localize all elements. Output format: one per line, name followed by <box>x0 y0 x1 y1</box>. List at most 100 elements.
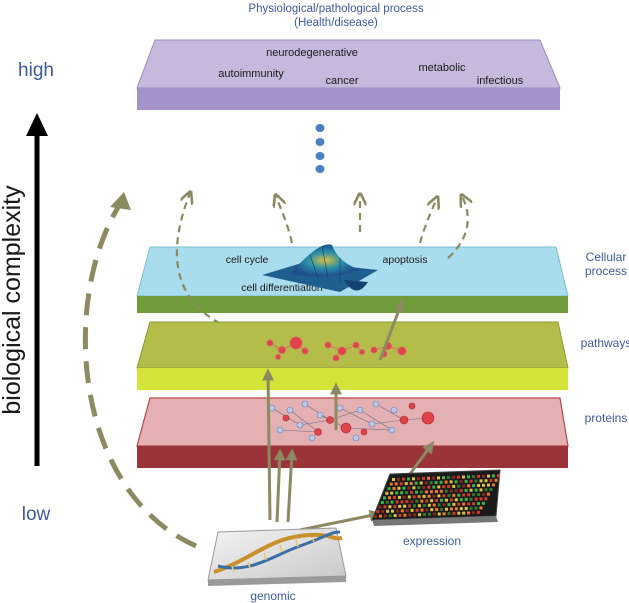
label-expression: expression <box>403 534 461 548</box>
microarray-spot <box>482 483 485 487</box>
microarray-spot <box>385 491 389 495</box>
microarray-spot <box>387 487 391 491</box>
header-title: Physiological/pathological process <box>248 3 423 15</box>
microarray-spot <box>388 505 392 509</box>
vertical-ellipsis <box>315 124 325 173</box>
microarray-spot <box>474 488 478 492</box>
microarray-spot <box>449 498 453 502</box>
microarray-spot <box>482 492 485 496</box>
microarray-spot <box>397 486 401 490</box>
microarray-spot <box>469 488 473 492</box>
microarray-spot <box>447 503 451 507</box>
microarray-spot <box>407 495 411 499</box>
microarray-spot <box>393 514 397 518</box>
microarray-spot <box>427 485 431 489</box>
microarray-spot <box>417 477 420 481</box>
microarray-spot <box>378 505 382 509</box>
microarray-spot <box>449 489 453 493</box>
microarray-spot <box>457 511 461 515</box>
term-metabolic: metabolic <box>418 62 466 74</box>
cellular-layer: cell cycle apoptosis cell differentiatio… <box>136 244 569 313</box>
microarray-spot <box>472 493 476 497</box>
microarray-spot <box>467 493 471 497</box>
microarray-spot <box>405 491 409 495</box>
microarray-spot <box>469 506 473 510</box>
microarray-spot <box>484 497 488 501</box>
microarray-spot <box>454 489 458 493</box>
microarray-spot <box>477 484 481 487</box>
microarray-spot <box>388 514 392 518</box>
microarray-spot <box>469 497 473 501</box>
pathway-network-icon <box>266 336 407 362</box>
microarray-spot <box>417 495 421 499</box>
microarray-spot <box>442 512 446 516</box>
microarray-spot <box>424 490 428 494</box>
genomic-to-process-dashed-arrow <box>82 196 198 549</box>
microarray-spot <box>484 479 488 483</box>
microarray-spot <box>402 477 405 481</box>
microarray-spot <box>427 476 430 480</box>
microarray-spot <box>395 500 399 504</box>
microarray-spot <box>405 500 409 504</box>
microarray-spot <box>427 494 431 498</box>
microarray-spot <box>407 477 410 481</box>
microarray-spot <box>402 486 406 490</box>
microarray-spot <box>481 501 485 505</box>
microarray-spot <box>383 496 386 500</box>
microarray-spot <box>459 480 463 484</box>
microarray-spot <box>393 505 397 509</box>
microarray-spot <box>423 513 426 516</box>
microarray-spot <box>407 486 411 490</box>
term-cancer: cancer <box>325 75 358 87</box>
microarray-spot <box>444 480 448 484</box>
microarray-spot <box>400 500 404 504</box>
microarray-spot <box>417 486 421 490</box>
microarray-spot <box>459 498 463 502</box>
term-neurodegenerative: neurodegenerative <box>266 47 358 59</box>
expression-microarray-icon <box>371 469 501 526</box>
microarray-spot <box>427 512 431 516</box>
microarray-spot <box>383 514 387 518</box>
microarray-spot <box>383 505 387 509</box>
microarray-spot <box>380 501 384 504</box>
microarray-spot <box>405 509 409 513</box>
header-subtitle: (Health/disease) <box>294 17 378 29</box>
microarray-spot <box>462 475 465 479</box>
microarray-spot <box>404 482 408 486</box>
microarray-spot <box>412 477 415 481</box>
microarray-spot <box>435 508 439 511</box>
microarray-spot <box>434 490 438 493</box>
microarray-spot <box>469 479 473 483</box>
microarray-spot <box>467 511 471 515</box>
microarray-spot <box>452 484 456 488</box>
microarray-spot <box>437 494 441 498</box>
microarray-spot <box>472 502 476 506</box>
microarray-spot <box>386 509 390 513</box>
microarray-spot <box>447 476 450 479</box>
microarray-spot <box>476 511 480 514</box>
microarray-spot <box>464 507 468 510</box>
microarray-spot <box>392 487 396 490</box>
microarray-spot <box>387 496 391 500</box>
microarray-spot <box>391 509 394 513</box>
microarray-spot <box>413 504 416 508</box>
microarray-spot <box>412 495 416 499</box>
microarray-spot <box>412 486 416 490</box>
microarray-spot <box>467 502 471 506</box>
microarray-spot <box>390 500 394 504</box>
microarray-spot <box>474 479 478 483</box>
microarray-spot <box>432 503 436 507</box>
microarray-spot <box>464 479 468 483</box>
microarray-spot <box>427 503 431 507</box>
microarray-spot <box>425 499 429 503</box>
microarray-spot <box>484 488 488 492</box>
microarray-spot <box>479 479 483 483</box>
microarray-spot <box>429 490 433 494</box>
microarray-spot <box>432 512 436 516</box>
microarray-spot <box>474 506 478 510</box>
microarray-spot <box>435 499 439 502</box>
microarray-spot <box>442 494 446 498</box>
microarray-spot <box>420 508 424 512</box>
microarray-spot <box>408 513 412 517</box>
microarray-spot <box>389 482 393 486</box>
